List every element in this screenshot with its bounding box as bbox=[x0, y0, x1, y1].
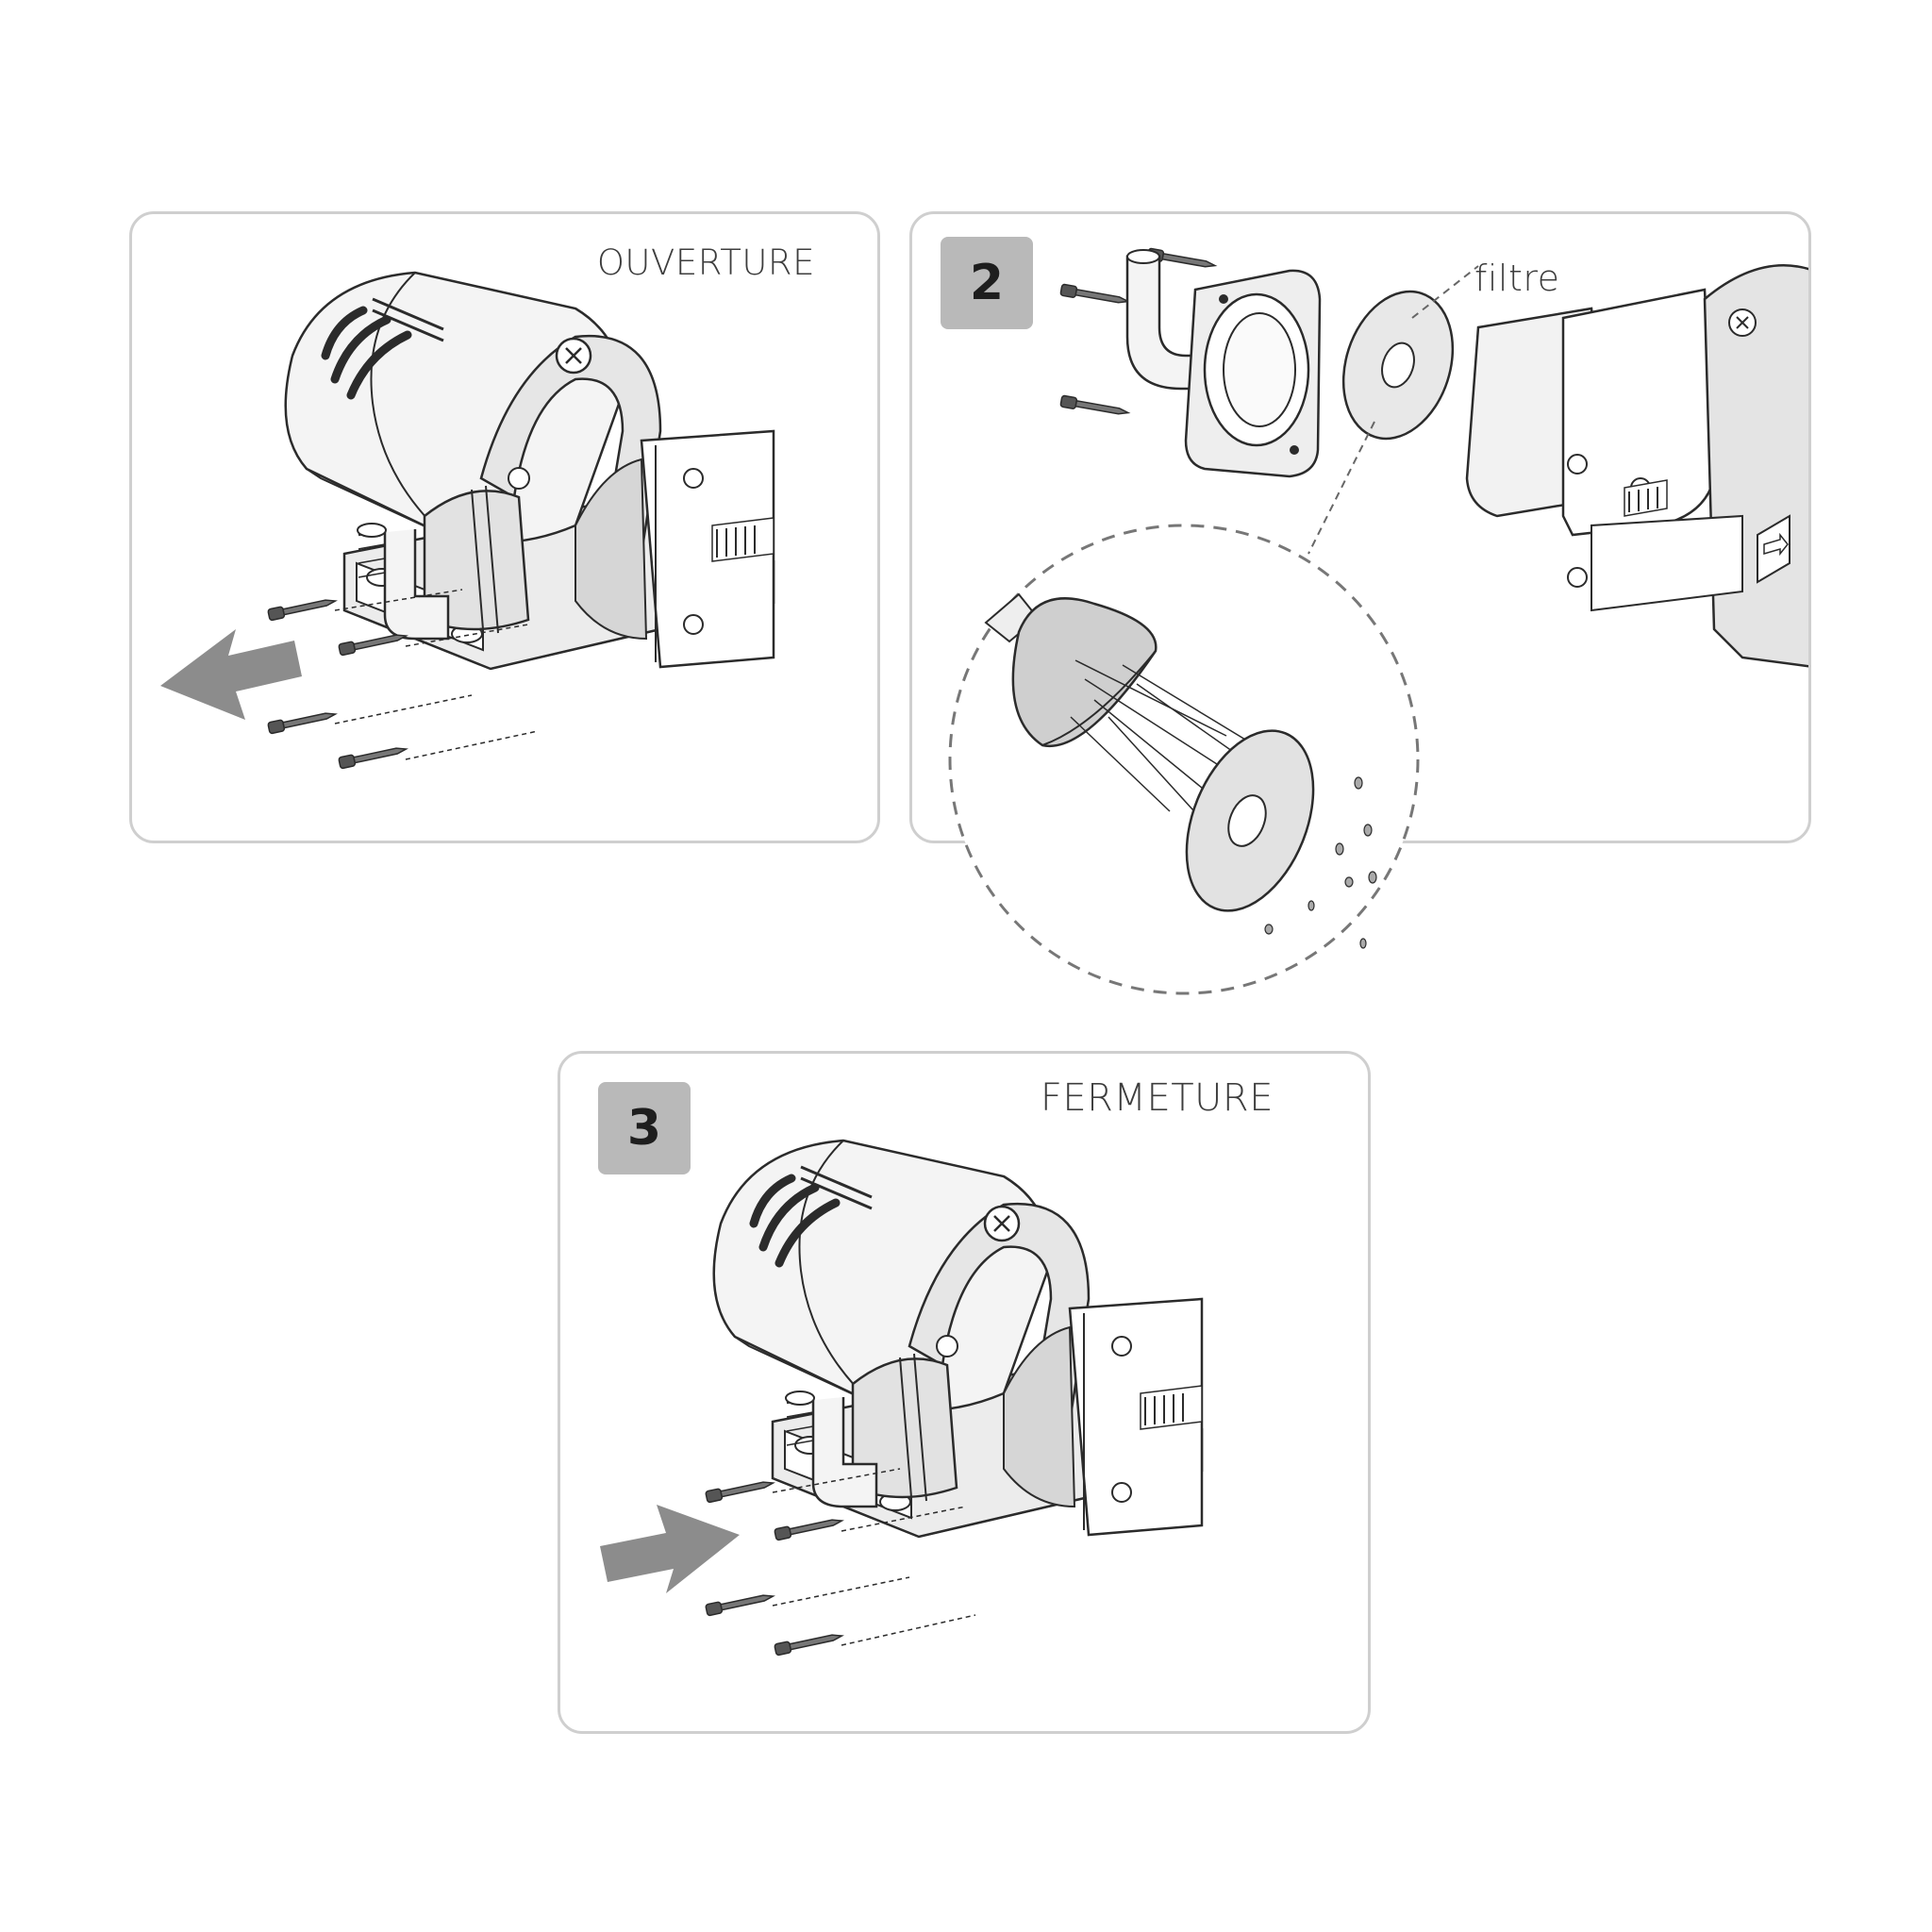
step-3-title: FERMETURE bbox=[1040, 1076, 1274, 1120]
filter-removal-illustration bbox=[1059, 247, 1808, 668]
step-3-panel: 3 FERMETURE bbox=[558, 1051, 1371, 1734]
step-2-badge: 2 bbox=[941, 237, 1033, 329]
step-3-badge: 3 bbox=[598, 1082, 691, 1174]
step-1-panel: OUVERTURE bbox=[129, 211, 880, 843]
step-1-title: OUVERTURE bbox=[596, 242, 815, 283]
screws-removed bbox=[267, 589, 539, 770]
pump-opening-illustration bbox=[160, 214, 880, 770]
filter-label: filtre bbox=[1474, 258, 1560, 299]
step-2-panel: 2 filtre bbox=[909, 211, 1811, 843]
screws-inserted bbox=[705, 1468, 976, 1657]
pump-closing-illustration bbox=[600, 1054, 1371, 1657]
arrow-left-icon bbox=[160, 629, 302, 720]
arrow-right-icon bbox=[600, 1505, 740, 1593]
